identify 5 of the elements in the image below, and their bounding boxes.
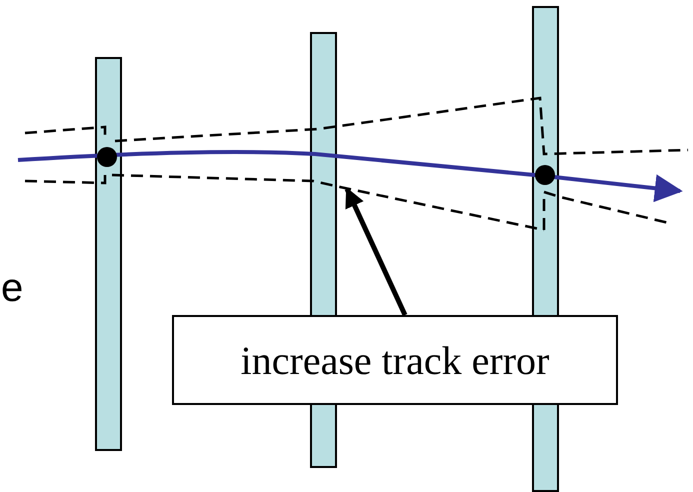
cut-off-text: e	[1, 268, 24, 308]
leader-arrow	[344, 187, 408, 316]
error-band-edge	[112, 174, 544, 232]
callout-text: increase track error	[240, 336, 550, 384]
callout-box	[172, 315, 618, 405]
